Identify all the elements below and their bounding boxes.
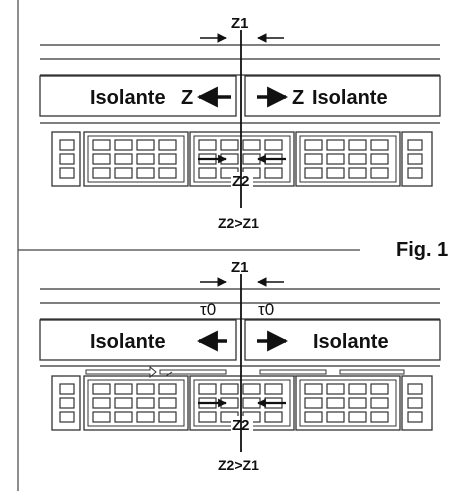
shear-arrow-1-icon <box>85 365 157 379</box>
top-z-right-label: Z <box>292 87 304 109</box>
top-insulator-left-label: Isolante <box>90 87 166 109</box>
bottom-z1-label: Z1 <box>231 259 249 276</box>
top-insulator-right-label: Isolante <box>312 87 388 109</box>
bottom-tau-right-label: τ0 <box>258 300 274 319</box>
shear-arrow-2-tip <box>165 371 173 377</box>
figure-label: Fig. 1 <box>396 239 448 261</box>
top-panel: Isolante Z Z Isolante Z1 Z2 Z2>Z1 <box>17 0 465 251</box>
bottom-insulator-right-label: Isolante <box>313 331 389 353</box>
top-z2-label-bg <box>231 172 253 189</box>
figure-label-bg <box>360 236 465 262</box>
shear-arrow-3-icon <box>259 369 327 375</box>
shear-arrow-4-icon <box>339 369 405 375</box>
bottom-z2-label-bg <box>231 416 253 433</box>
bottom-comparison-label: Z2>Z1 <box>218 457 259 473</box>
bottom-tau-left-label: τ0 <box>200 300 216 319</box>
top-z1-label: Z1 <box>231 15 249 32</box>
bottom-panel: Z1 τ0 τ0 Isolante Isolante <box>17 250 441 491</box>
shear-arrow-2-icon <box>159 369 227 375</box>
top-z-left-label: Z <box>181 87 193 109</box>
bottom-insulator-left-label: Isolante <box>90 331 166 353</box>
top-comparison-label: Z2>Z1 <box>218 215 259 231</box>
